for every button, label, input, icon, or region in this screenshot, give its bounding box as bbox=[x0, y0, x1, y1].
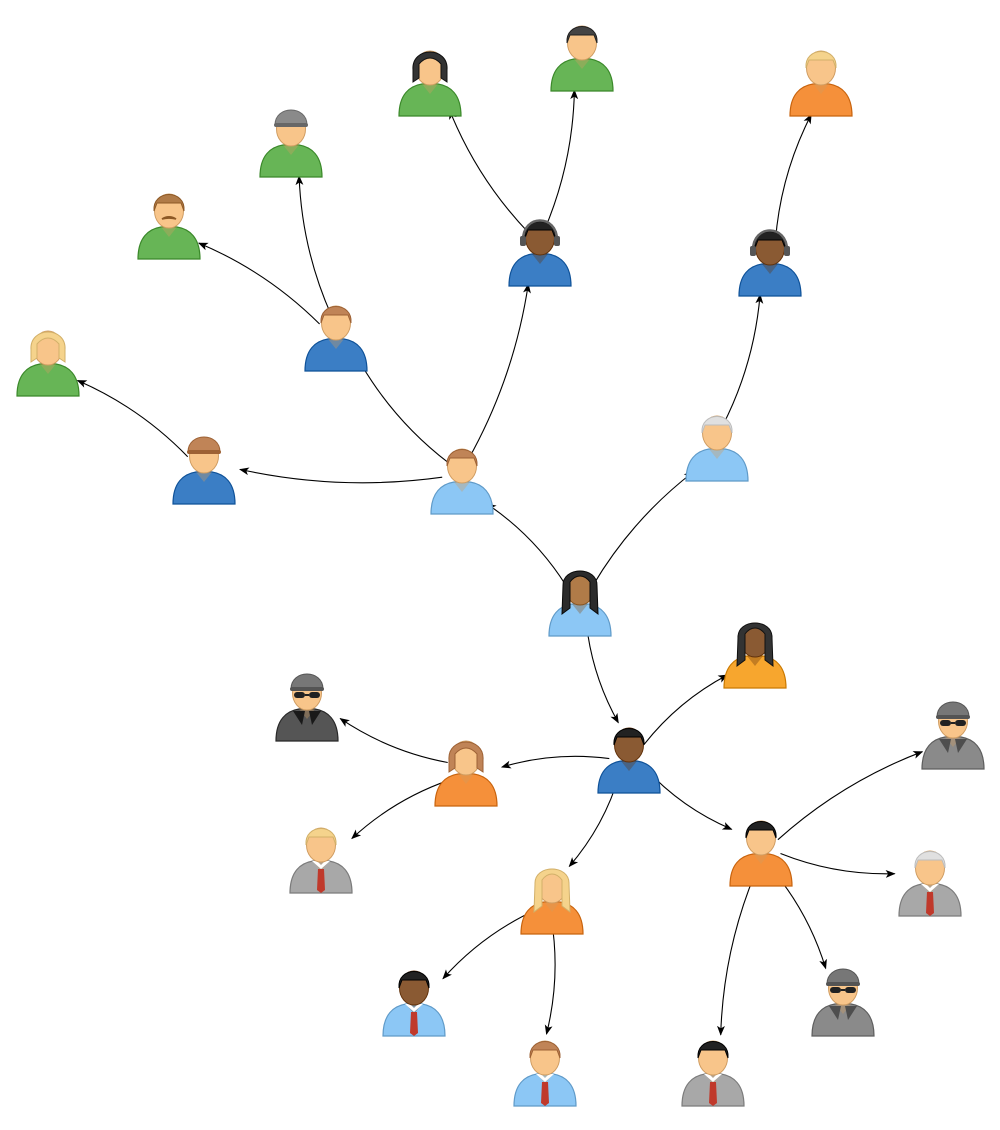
man-green-dark-hair-icon[interactable] bbox=[550, 25, 614, 92]
dark-skin-man-blue-icon[interactable] bbox=[382, 970, 446, 1037]
edge-root-to-n10 bbox=[592, 471, 694, 586]
man-blue-shirt-icon[interactable] bbox=[430, 448, 494, 515]
edge-n7-to-n8 bbox=[449, 109, 530, 234]
headset-operator-icon[interactable] bbox=[508, 219, 572, 287]
woman-orange-icon[interactable] bbox=[434, 740, 498, 807]
spy-beard-grey-icon[interactable] bbox=[921, 701, 985, 770]
blonde-businessman-icon[interactable] bbox=[289, 827, 353, 894]
edge-n18-to-n19 bbox=[442, 909, 537, 980]
blonde-woman-orange-icon[interactable] bbox=[520, 868, 584, 935]
edge-n4-to-n5 bbox=[197, 242, 320, 325]
spy-icon[interactable] bbox=[275, 673, 339, 742]
edge-root-to-n1 bbox=[486, 503, 567, 587]
beanie-man-green-icon[interactable] bbox=[259, 109, 323, 178]
woman-dark-skin-icon[interactable] bbox=[548, 570, 612, 637]
edge-n1-to-n7 bbox=[467, 283, 531, 460]
mustache-man-green-icon[interactable] bbox=[137, 193, 201, 260]
edge-n2-to-n3 bbox=[76, 379, 189, 458]
long-hair-woman-orange-icon[interactable] bbox=[723, 622, 787, 689]
woman-green-dark-hair-icon[interactable] bbox=[398, 50, 462, 117]
cap-hoodie-man-icon[interactable] bbox=[172, 436, 236, 505]
edge-n10-to-n11 bbox=[722, 293, 764, 427]
edge-n11-to-n12 bbox=[774, 113, 812, 241]
edge-n1-to-n4 bbox=[359, 361, 450, 464]
headset-operator-icon[interactable] bbox=[738, 229, 802, 297]
edge-n13-to-n15 bbox=[500, 755, 610, 769]
nodes-layer bbox=[16, 25, 985, 1107]
man-orange-hoodie-icon[interactable] bbox=[729, 820, 793, 887]
spy-headset-icon[interactable] bbox=[811, 968, 875, 1037]
edge-n13-to-n14 bbox=[643, 674, 729, 745]
edge-n7-to-n9 bbox=[543, 89, 579, 231]
elderly-bearded-man-icon[interactable] bbox=[898, 850, 962, 917]
businessman-grey-icon[interactable] bbox=[681, 1040, 745, 1107]
man-blue-hoodie-dark-skin-icon[interactable] bbox=[597, 727, 661, 794]
edge-n4-to-n6 bbox=[295, 175, 333, 316]
edge-n21-to-n25 bbox=[717, 869, 758, 1036]
edge-n15-to-n17 bbox=[351, 779, 450, 840]
edge-n15-to-n16 bbox=[339, 718, 448, 764]
edge-n1-to-n2 bbox=[239, 467, 443, 484]
edge-n18-to-n20 bbox=[544, 917, 556, 1035]
edges-layer bbox=[76, 89, 924, 1036]
edge-n21-to-n22 bbox=[777, 751, 924, 841]
man-blue-hoodie-icon[interactable] bbox=[304, 305, 368, 372]
blonde-man-orange-icon[interactable] bbox=[789, 50, 853, 117]
edge-n21-to-n23 bbox=[780, 852, 896, 878]
bearded-man-blue-icon[interactable] bbox=[513, 1040, 577, 1107]
elderly-man-blue-icon[interactable] bbox=[685, 415, 749, 482]
blonde-woman-green-icon[interactable] bbox=[16, 330, 80, 397]
